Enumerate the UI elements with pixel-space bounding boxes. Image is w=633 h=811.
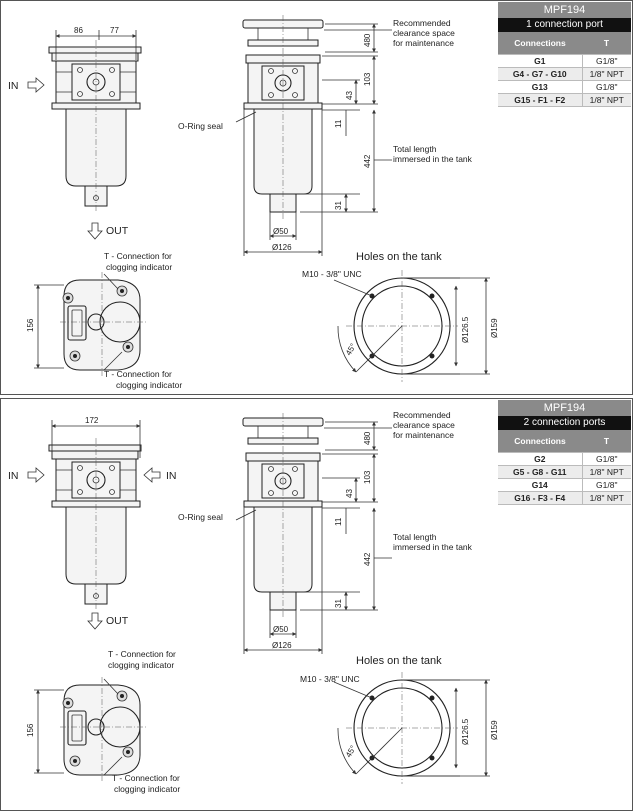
dim-442: 442	[363, 552, 372, 566]
total-length-note-2: immersed in the tank	[393, 154, 473, 164]
holes-title: Holes on the tank	[356, 655, 442, 667]
dim-43: 43	[345, 91, 354, 100]
dim-103: 103	[363, 72, 372, 86]
out-arrow-icon	[87, 612, 103, 630]
front-dim-172: 172	[85, 416, 99, 425]
row-t: 1/8" NPT	[582, 93, 631, 107]
ports-label: 1 connection port	[498, 18, 631, 32]
dim-d126-5: Ø126.5	[461, 316, 470, 343]
row-code: G15 - F1 - F2	[498, 93, 583, 107]
in-arrow-right-icon	[143, 467, 161, 483]
dim-442: 442	[363, 154, 372, 168]
top-view-1: 156 T - Connection for clogging indicato…	[26, 251, 182, 390]
holes-thread: M10 - 3/8" UNC	[302, 269, 362, 279]
dim-31: 31	[334, 201, 343, 210]
dim-45deg: 45°	[344, 342, 358, 357]
model-title: MPF194	[498, 400, 631, 416]
side-view-1: 480 103 43 11 442 31 Ø50 Ø126 Recommende…	[178, 15, 473, 256]
row-code: G13	[498, 80, 583, 94]
dim-d50: Ø50	[273, 227, 289, 236]
dim-156: 156	[26, 723, 35, 737]
front-view-1: 86 77 IN OUT	[8, 26, 142, 240]
dim-103: 103	[363, 470, 372, 484]
t-conn-bottom-1: T - Connection for	[112, 773, 180, 783]
section-1: 86 77 IN OUT 480 103 43 11 442 31 Ø50 Ø1…	[8, 15, 499, 390]
t-conn-top-1: T - Connection for	[108, 649, 176, 659]
dim-480: 480	[363, 33, 372, 47]
side-view-2: 480 103 43 11 442 31 Ø50 Ø126 Recommende…	[178, 410, 473, 654]
dim-11: 11	[334, 517, 343, 526]
holes-view-2: Holes on the tank M10 - 3/8" UNC Ø126.5 …	[300, 655, 499, 784]
t-conn-top-2: clogging indicator	[106, 262, 172, 272]
in-label-right: IN	[166, 470, 177, 482]
in-arrow-left-icon	[27, 467, 45, 483]
out-label: OUT	[106, 225, 129, 237]
dim-11: 11	[334, 119, 343, 128]
dim-d126-5: Ø126.5	[461, 718, 470, 745]
holes-view-1: Holes on the tank M10 - 3/8" UNC Ø126.5 …	[302, 251, 499, 382]
dim-d50: Ø50	[273, 625, 289, 634]
t-conn-bottom-1: T - Connection for	[104, 369, 172, 379]
dim-d126: Ø126	[272, 243, 292, 252]
t-conn-top-1: T - Connection for	[104, 251, 172, 261]
model-title: MPF194	[498, 2, 631, 18]
dim-d159: Ø159	[490, 720, 499, 740]
row-t: G1/8"	[582, 452, 631, 466]
holes-title: Holes on the tank	[356, 251, 442, 263]
dim-43: 43	[345, 489, 354, 498]
row-t: G1/8"	[582, 478, 631, 492]
t-conn-top-2: clogging indicator	[108, 660, 174, 670]
row-code: G5 - G8 - G11	[498, 465, 583, 479]
front-dim-a: 86	[74, 26, 83, 35]
front-view-2: 172 IN IN OUT	[8, 416, 177, 630]
out-arrow-icon	[87, 222, 103, 240]
holes-thread: M10 - 3/8" UNC	[300, 674, 360, 684]
dim-480: 480	[363, 431, 372, 445]
front-dim-b: 77	[110, 26, 119, 35]
oring-note: O-Ring seal	[178, 121, 223, 131]
oring-note: O-Ring seal	[178, 512, 223, 522]
row-t: 1/8" NPT	[582, 67, 631, 81]
row-code: G1	[498, 54, 583, 68]
col-t: T	[582, 32, 631, 55]
clearance-note-3: for maintenance	[393, 38, 454, 48]
in-label: IN	[8, 80, 19, 92]
col-connections: Connections	[498, 430, 582, 453]
row-code: G2	[498, 452, 583, 466]
section-2: 172 IN IN OUT 480 103 43 11 442 31 Ø50 Ø…	[8, 410, 499, 794]
total-length-note-2: immersed in the tank	[393, 542, 473, 552]
dim-d126: Ø126	[272, 641, 292, 650]
clearance-note-1: Recommended	[393, 410, 451, 420]
ports-label: 2 connection ports	[498, 416, 631, 430]
clearance-note-2: clearance space	[393, 420, 455, 430]
dim-156: 156	[26, 318, 35, 332]
row-code: G4 - G7 - G10	[498, 67, 583, 81]
top-view-2: 156 T - Connection for clogging indicato…	[26, 649, 180, 794]
in-label-left: IN	[8, 470, 19, 482]
dim-d159: Ø159	[490, 318, 499, 338]
row-t: 1/8" NPT	[582, 491, 631, 505]
dim-45deg: 45°	[344, 744, 358, 759]
row-t: 1/8" NPT	[582, 465, 631, 479]
clearance-note-3: for maintenance	[393, 430, 454, 440]
row-code: G16 - F3 - F4	[498, 491, 583, 505]
row-t: G1/8"	[582, 54, 631, 68]
total-length-note-1: Total length	[393, 144, 437, 154]
dim-31: 31	[334, 599, 343, 608]
clearance-note-2: clearance space	[393, 28, 455, 38]
clearance-note-1: Recommended	[393, 18, 451, 28]
t-conn-bottom-2: clogging indicator	[114, 784, 180, 794]
in-arrow-icon	[27, 77, 45, 93]
t-conn-bottom-2: clogging indicator	[116, 380, 182, 390]
col-t: T	[582, 430, 631, 453]
row-t: G1/8"	[582, 80, 631, 94]
col-connections: Connections	[498, 32, 582, 55]
row-code: G14	[498, 478, 583, 492]
total-length-note-1: Total length	[393, 532, 437, 542]
out-label: OUT	[106, 615, 129, 627]
